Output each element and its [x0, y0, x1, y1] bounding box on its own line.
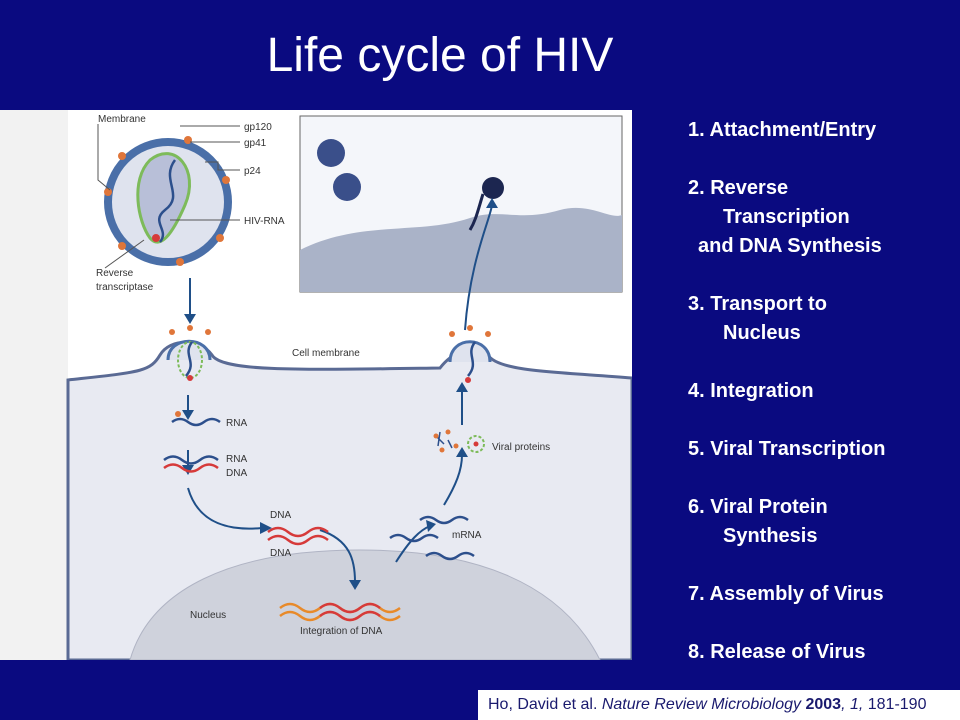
micrograph-cell-surface — [300, 207, 622, 292]
step-6: 6. Viral Protein Synthesis — [688, 493, 960, 551]
hiv-virion — [104, 136, 232, 266]
label-rna: RNA — [226, 418, 247, 429]
citation-pages: 181-190 — [863, 696, 927, 713]
micrograph-budding-virion — [482, 177, 504, 199]
label-membrane: Membrane — [98, 114, 146, 125]
step-3: 3. Transport to Nucleus — [688, 290, 960, 348]
rna-strand — [171, 411, 221, 427]
step-8-text: 8. Release of Virus — [688, 641, 866, 663]
citation-journal: Nature Review Microbiology — [601, 696, 802, 713]
citation-volume: , 1, — [841, 696, 864, 713]
step-6-line-1: 6. Viral Protein — [688, 496, 828, 518]
mrna-strands — [389, 515, 475, 561]
arrowheads — [182, 198, 498, 590]
label-reverse: Reverse — [96, 268, 134, 279]
label-mrna: mRNA — [452, 530, 482, 541]
hiv-diagram: Membrane gp120 gp41 p24 HIV-RNA Reverse … — [0, 110, 632, 660]
label-integration: Integration of DNA — [300, 626, 383, 637]
step-2-line-2: Transcription — [723, 206, 850, 228]
step-1: 1. Attachment/Entry — [688, 116, 960, 145]
step-3-line-1: 3. Transport to — [688, 293, 827, 315]
step-5: 5. Viral Transcription — [688, 435, 960, 464]
step-1-text: 1. Attachment/Entry — [688, 119, 877, 141]
entering-virion — [166, 325, 212, 381]
label-dna-hybrid: DNA — [226, 468, 247, 479]
rna-dna-hybrid — [163, 455, 219, 473]
label-gp120: gp120 — [244, 122, 272, 133]
label-nucleus: Nucleus — [190, 610, 226, 621]
step-2: 2. Reverse Transcription and DNA Synthes… — [688, 174, 960, 261]
double-stranded-dna — [267, 526, 329, 546]
step-6-line-2: Synthesis — [723, 525, 818, 547]
virion-leader-lines — [97, 124, 240, 269]
citation: Ho, David et al. Nature Review Microbiol… — [478, 690, 960, 720]
step-4-text: 4. Integration — [688, 380, 814, 402]
step-8: 8. Release of Virus — [688, 638, 960, 667]
integrated-dna — [279, 602, 401, 622]
figure-margin — [0, 110, 68, 660]
step-3-line-2: Nucleus — [723, 322, 801, 344]
micrograph-virion-2 — [333, 173, 361, 201]
step-5-text: 5. Viral Transcription — [688, 438, 886, 460]
citation-authors: Ho, David et al. — [488, 696, 602, 713]
label-hiv-rna: HIV-RNA — [244, 216, 285, 227]
label-gp41: gp41 — [244, 138, 267, 149]
label-viral-proteins: Viral proteins — [492, 442, 550, 453]
step-2-line-3: and DNA Synthesis — [698, 235, 882, 257]
step-4: 4. Integration — [688, 377, 960, 406]
budding-virion — [448, 325, 492, 383]
label-rna-hybrid: RNA — [226, 454, 247, 465]
step-7-text: 7. Assembly of Virus — [688, 583, 884, 605]
cycle-steps-list: 1. Attachment/Entry 2. Reverse Transcrip… — [688, 116, 960, 667]
step-2-line-1: 2. Reverse — [688, 177, 789, 199]
hiv-life-cycle-figure: Membrane gp120 gp41 p24 HIV-RNA Reverse … — [0, 110, 632, 660]
micrograph-bud-stalk — [468, 193, 485, 231]
viral-proteins — [433, 429, 485, 453]
label-cell-membrane: Cell membrane — [292, 348, 360, 359]
slide-title: Life cycle of HIV — [266, 29, 614, 82]
label-dna-bottom: DNA — [270, 548, 291, 559]
micrograph-virion-1 — [317, 139, 345, 167]
label-p24: p24 — [244, 166, 261, 177]
label-transcriptase: transcriptase — [96, 282, 154, 293]
citation-year: 2003 — [801, 696, 842, 713]
step-7: 7. Assembly of Virus — [688, 580, 960, 609]
label-dna-top: DNA — [270, 510, 291, 521]
cycle-arrows — [187, 204, 493, 583]
